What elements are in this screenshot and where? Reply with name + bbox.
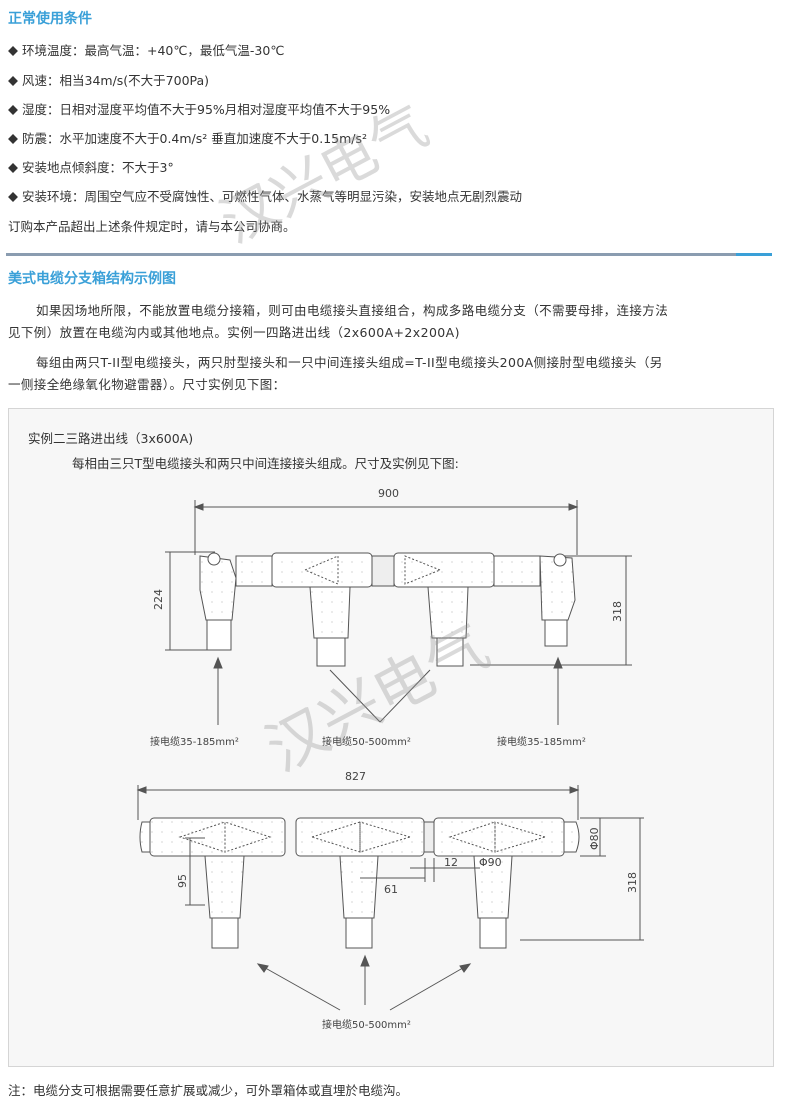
condition-item: 环境温度：最高气温：+40℃，最低气温-30℃ [8, 40, 284, 59]
label-cable-right: 接电缆35-185mm² [497, 735, 586, 748]
dim-95: 95 [176, 874, 189, 888]
example-title: 实例二三路进出线（3x600A) [28, 431, 194, 446]
dim-height-left: 224 [152, 589, 165, 610]
conditions-footer: 订购本产品超出上述条件规定时，请与本公司协商。 [8, 219, 296, 234]
condition-item: 风速：相当34m/s(不大于700Pa) [8, 70, 209, 89]
condition-item: 防震：水平加速度不大于0.4m/s² 垂直加速度不大于0.15m/s² [8, 128, 367, 147]
condition-item: 湿度：日相对湿度平均值不大于95%月相对湿度平均值不大于95% [8, 99, 390, 118]
dim-phi80: Φ80 [588, 827, 601, 850]
section-divider [6, 253, 772, 256]
label-cable-left: 接电缆35-185mm² [150, 735, 239, 748]
label-cable-mid: 接电缆50-500mm² [322, 735, 411, 748]
intro-line-4: 一侧接全绝缘氧化物避雷器）。尺寸实例见下图： [8, 377, 286, 392]
diagram-panel [8, 408, 774, 1067]
footnote: 注：电缆分支可根据需要任意扩展或减少，可外罩箱体或直埋於电缆沟。 [8, 1083, 409, 1098]
dim-width-2: 827 [345, 770, 366, 783]
section-title-structure: 美式电缆分支箱结构示例图 [8, 271, 176, 287]
condition-item: 安装地点倾斜度：不大于3° [8, 157, 174, 176]
section-title-conditions: 正常使用条件 [8, 11, 92, 27]
label-cable-bottom: 接电缆50-500mm² [322, 1018, 411, 1031]
condition-item: 安装环境：周围空气应不受腐蚀性、可燃性气体、水蒸气等明显污染，安装地点无剧烈震动 [8, 186, 522, 205]
dim-12: 12 [444, 856, 458, 869]
intro-line-2: 见下例）放置在电缆沟内或其他地点。实例一四路进出线（2x600A+2x200A) [8, 325, 460, 340]
intro-line-3: 每组由两只T-II型电缆接头，两只肘型接头和一只中间连接头组成=T-II型电缆接… [36, 355, 663, 370]
dim-318: 318 [626, 872, 639, 893]
dim-61: 61 [384, 883, 398, 896]
dim-width-1: 900 [378, 487, 399, 500]
intro-line-1: 如果因场地所限，不能放置电缆分接箱，则可由电缆接头直接组合，构成多路电缆分支（不… [36, 303, 669, 318]
dim-height-right: 318 [611, 601, 624, 622]
dim-phi90: Φ90 [479, 856, 502, 869]
example-subtitle: 每相由三只T型电缆接头和两只中间连接接头组成。尺寸及实例见下图: [72, 456, 459, 471]
